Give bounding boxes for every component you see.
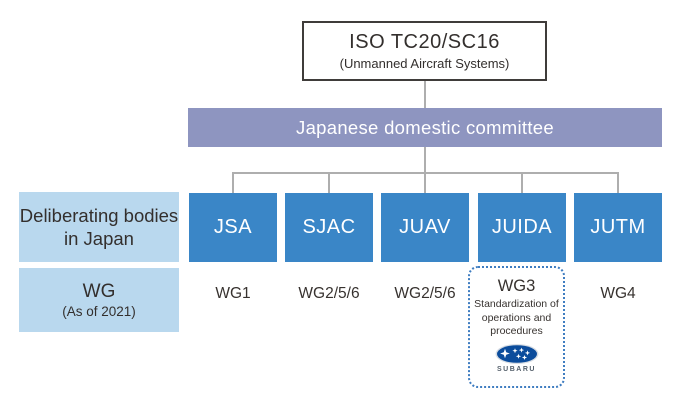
iso-root-box: ISO TC20/SC16 (Unmanned Aircraft Systems… <box>302 21 547 81</box>
connector-drop-juida <box>521 172 523 193</box>
iso-subtitle: (Unmanned Aircraft Systems) <box>339 56 510 71</box>
wg3-callout: WG3 Standardization of operations and pr… <box>468 266 565 388</box>
connector-drop-jsa <box>232 172 234 193</box>
wg-label-juida: WG3 <box>497 277 536 295</box>
subaru-logo-icon <box>495 343 538 364</box>
committee-bar: Japanese domestic committee <box>188 108 662 147</box>
iso-title: ISO TC20/SC16 <box>349 31 500 53</box>
member-box-jsa: JSA <box>189 193 277 262</box>
legend-deliberating-bodies: Deliberating bodies in Japan <box>19 192 179 262</box>
connector-committee-stem <box>424 147 426 172</box>
subaru-logo-text: SUBARU <box>497 365 536 373</box>
wg-label-juav: WG2/5/6 <box>394 285 456 302</box>
legend-wg-sublabel: (As of 2021) <box>62 304 136 319</box>
connector-drop-jutm <box>617 172 619 193</box>
member-box-jutm: JUTM <box>574 193 662 262</box>
wg-label-jutm: WG4 <box>600 285 636 302</box>
member-box-juav: JUAV <box>381 193 469 262</box>
wg-label-sjac: WG2/5/6 <box>298 285 360 302</box>
wg3-note: Standardization of operations and proced… <box>474 298 559 338</box>
legend-wg-label: WG <box>82 281 116 302</box>
legend-deliberating-bodies-label: Deliberating bodies in Japan <box>19 204 179 249</box>
connector-drop-sjac <box>328 172 330 193</box>
legend-wg: WG (As of 2021) <box>19 268 179 332</box>
connector-root-to-committee <box>424 81 426 108</box>
member-box-sjac: SJAC <box>285 193 373 262</box>
connector-drop-juav <box>424 172 426 193</box>
member-box-juida: JUIDA <box>478 193 566 262</box>
wg-label-jsa: WG1 <box>215 285 251 302</box>
